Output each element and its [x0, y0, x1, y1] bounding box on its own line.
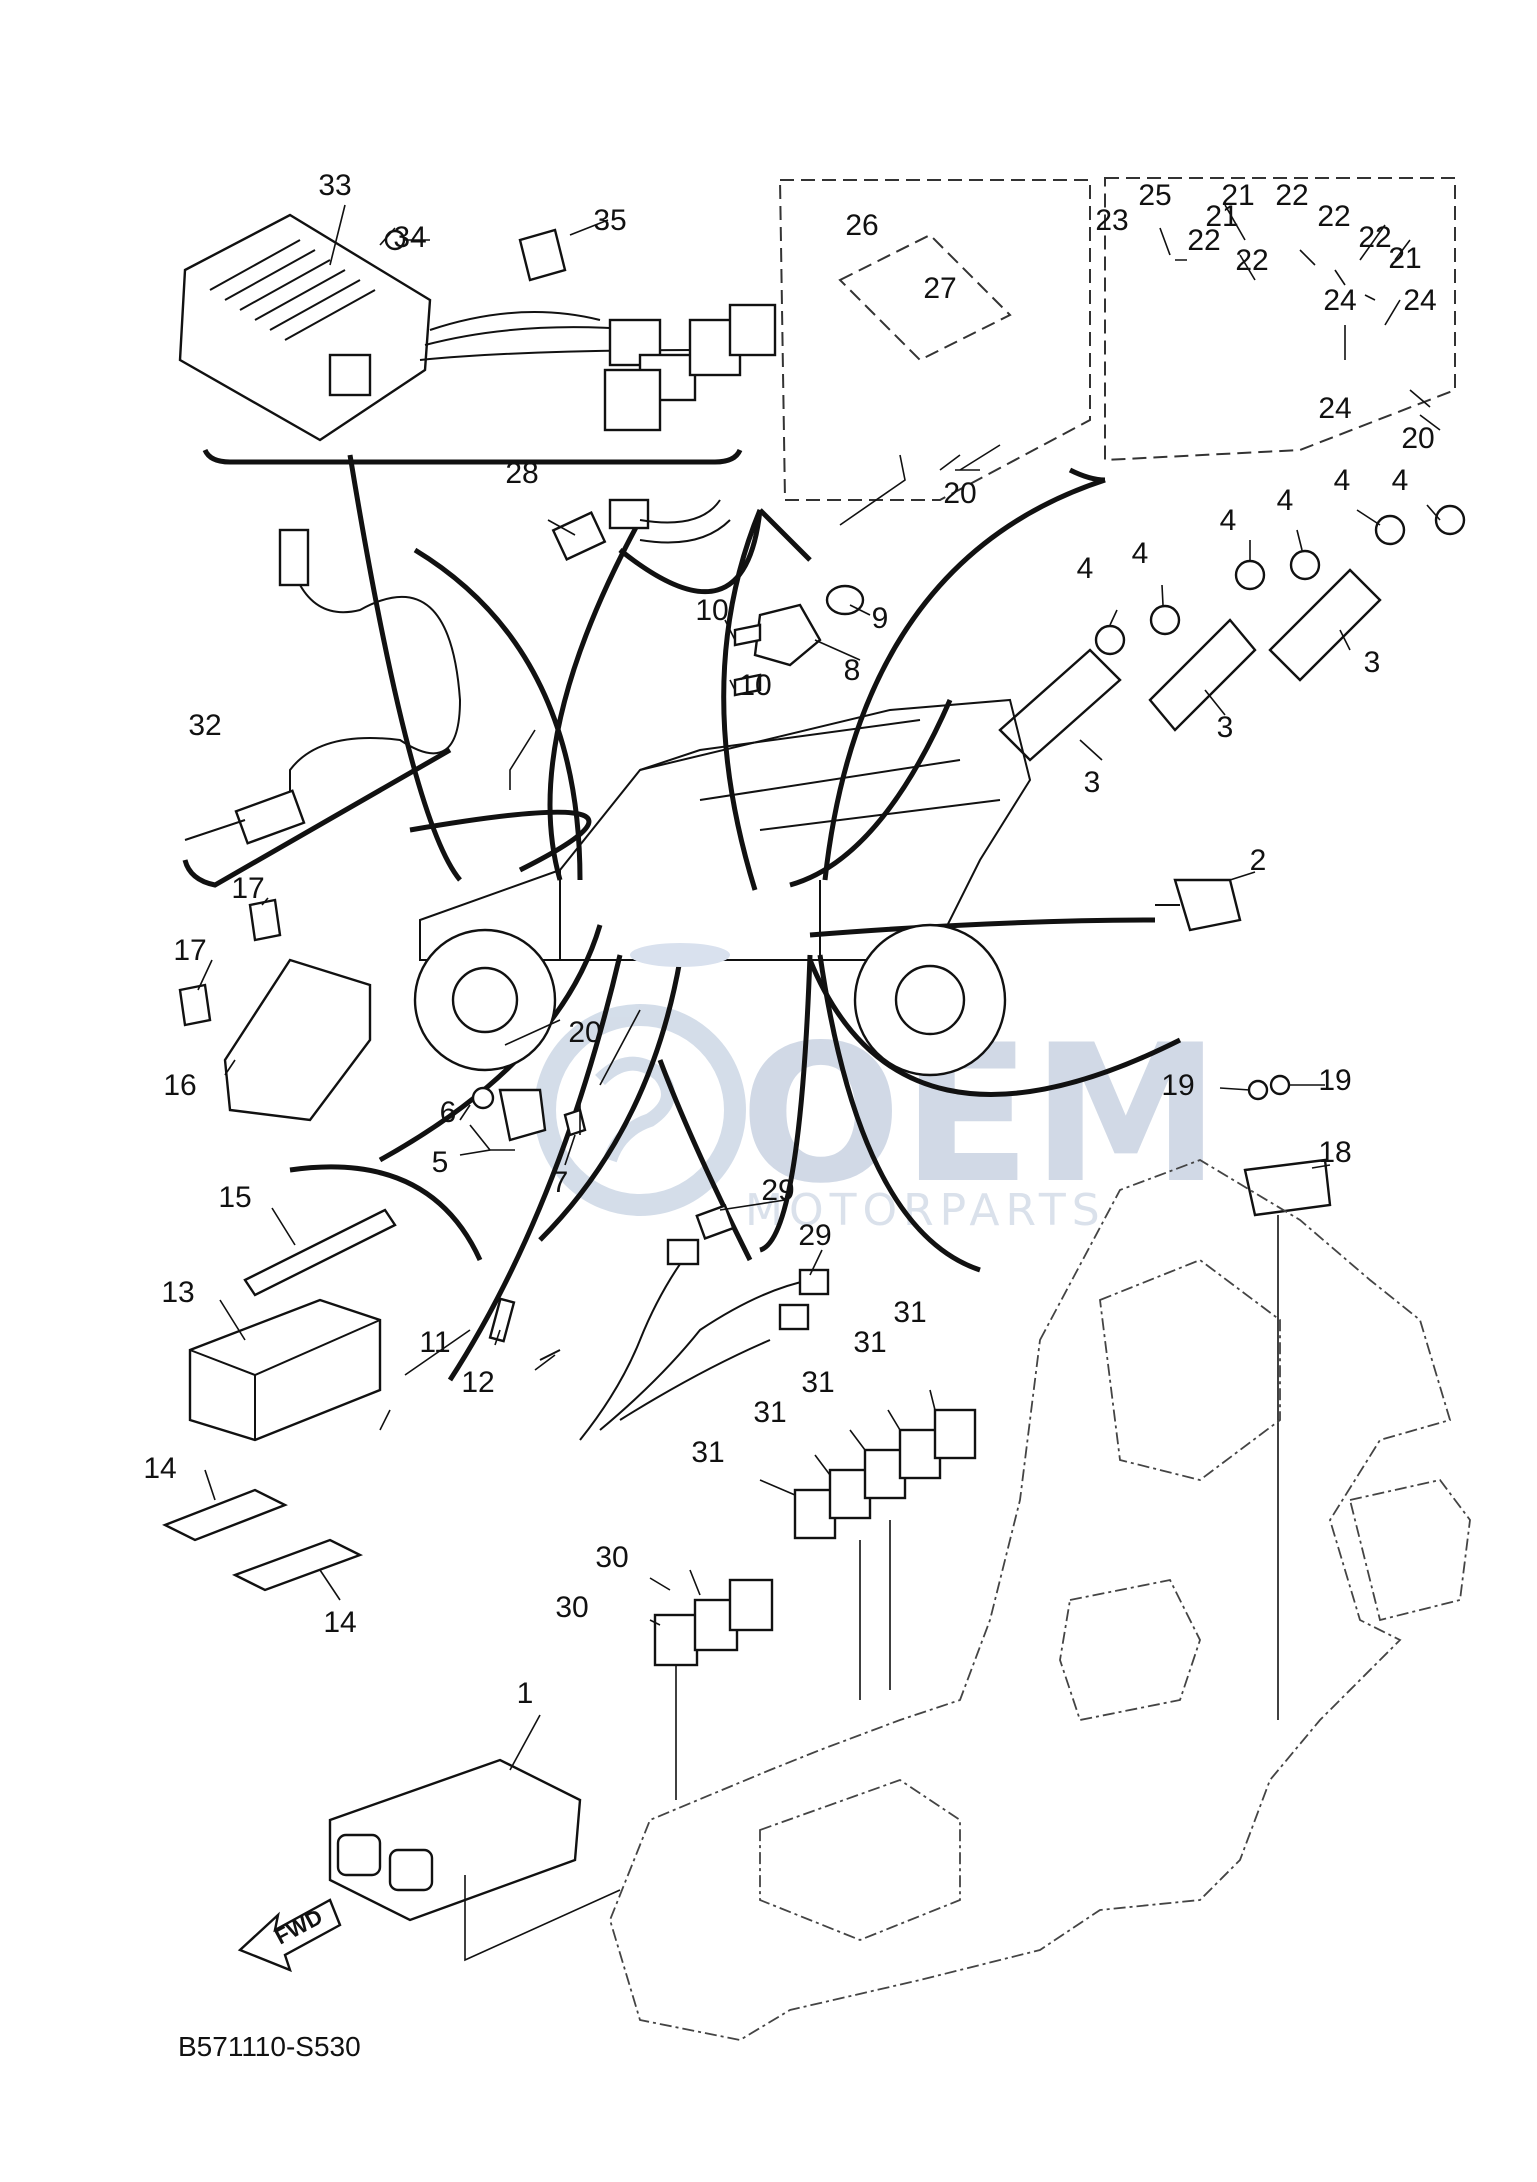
- callout-c25: 25: [1138, 179, 1171, 212]
- callout-c24b: 24: [1403, 284, 1436, 317]
- callout-c4c: 4: [1220, 504, 1237, 537]
- strap-15: [243, 1208, 397, 1297]
- callout-c27: 27: [923, 272, 956, 305]
- callout-c19a: 19: [1161, 1069, 1194, 1102]
- callout-c7: 7: [552, 1166, 569, 1199]
- callout-c3a: 3: [1084, 766, 1101, 799]
- callout-c1: 1: [517, 1677, 534, 1710]
- callout-c14a: 14: [143, 1452, 176, 1485]
- regulator-module-33: [178, 213, 777, 442]
- callout-c22e: 22: [1235, 244, 1268, 277]
- callout-c22a: 22: [1275, 179, 1308, 212]
- spark-plug-11: [488, 1297, 561, 1361]
- callout-c4b: 4: [1132, 537, 1149, 570]
- callout-c19b: 19: [1318, 1064, 1351, 1097]
- callout-c20b: 20: [943, 477, 976, 510]
- callout-c30b: 30: [555, 1591, 588, 1624]
- sensor-32: [184, 528, 462, 845]
- sensor-5: [471, 1086, 587, 1142]
- callout-c4f: 4: [1392, 464, 1409, 497]
- connector-28: [551, 498, 731, 561]
- harness-detail-boxes: [778, 177, 1456, 501]
- watermark-subtitle: MOTORPARTS: [745, 1185, 1106, 1236]
- callout-c3b: 3: [1217, 711, 1234, 744]
- diagram-code: B571110-S530: [178, 2031, 361, 2062]
- callout-c4e: 4: [1334, 464, 1351, 497]
- relays-31: [653, 1408, 977, 1800]
- callout-c31e: 31: [691, 1436, 724, 1469]
- switch-2: [1155, 878, 1242, 932]
- harness-29: [579, 1204, 830, 1441]
- coils-3: [998, 504, 1466, 762]
- callout-c31c: 31: [801, 1366, 834, 1399]
- callout-c21a: 21: [1221, 179, 1254, 212]
- callout-c30a: 30: [595, 1541, 628, 1574]
- callout-c28: 28: [505, 457, 538, 490]
- fwd-arrow: FWD: [237, 1898, 342, 1973]
- ecu-1: [328, 1758, 582, 1922]
- vehicle-outline: [413, 698, 1032, 1077]
- callout-c22c: 22: [1358, 221, 1391, 254]
- callout-c9: 9: [872, 602, 889, 635]
- callout-c31a: 31: [893, 1296, 926, 1329]
- callout-c20a: 20: [568, 1016, 601, 1049]
- callout-c34: 34: [393, 221, 426, 254]
- callout-c21b: 21: [1205, 200, 1238, 233]
- callout-c17b: 17: [173, 934, 206, 967]
- callout-c21c: 21: [1388, 242, 1421, 275]
- callout-c18: 18: [1318, 1136, 1351, 1169]
- callout-c4d: 4: [1277, 484, 1294, 517]
- callout-c22d: 22: [1187, 224, 1220, 257]
- callout-c3c: 3: [1364, 646, 1381, 679]
- callout-c13: 13: [161, 1276, 194, 1309]
- callout-c29b: 29: [798, 1219, 831, 1252]
- callout-c17a: 17: [231, 872, 264, 905]
- leader-lines: [197, 204, 1441, 1771]
- callout-c31b: 31: [853, 1326, 886, 1359]
- callout-c6: 6: [440, 1096, 457, 1129]
- frame-outline: [464, 1159, 1471, 2041]
- pads-14: [162, 1488, 364, 1592]
- callout-c24a: 24: [1323, 284, 1356, 317]
- callout-c10b: 10: [738, 669, 771, 702]
- module-16: [178, 898, 372, 1122]
- callout-c15: 15: [218, 1181, 251, 1214]
- callout-c12: 12: [461, 1366, 494, 1399]
- callout-c29a: 29: [761, 1174, 794, 1207]
- callout-c8: 8: [844, 654, 861, 687]
- callout-c2: 2: [1250, 844, 1267, 877]
- callout-c5: 5: [432, 1146, 449, 1179]
- sensor-8-assembly: [733, 584, 865, 697]
- callout-c10a: 10: [695, 594, 728, 627]
- callout-c14b: 14: [323, 1606, 356, 1639]
- callout-c33: 33: [318, 169, 351, 202]
- group-brackets: [182, 448, 1182, 1382]
- callout-c20c: 20: [1401, 422, 1434, 455]
- callout-c31d: 31: [753, 1396, 786, 1429]
- callout-c22b: 22: [1317, 200, 1350, 233]
- battery-13: [188, 1298, 382, 1442]
- callout-c23: 23: [1095, 204, 1128, 237]
- callout-c11: 11: [419, 1326, 450, 1359]
- relay-18: [1243, 1074, 1332, 1720]
- callout-c24c: 24: [1318, 392, 1351, 425]
- callout-c35: 35: [593, 204, 626, 237]
- callout-c16: 16: [163, 1069, 196, 1102]
- callout-c32: 32: [188, 709, 221, 742]
- callout-c4a: 4: [1077, 552, 1094, 585]
- callout-c26: 26: [845, 209, 878, 242]
